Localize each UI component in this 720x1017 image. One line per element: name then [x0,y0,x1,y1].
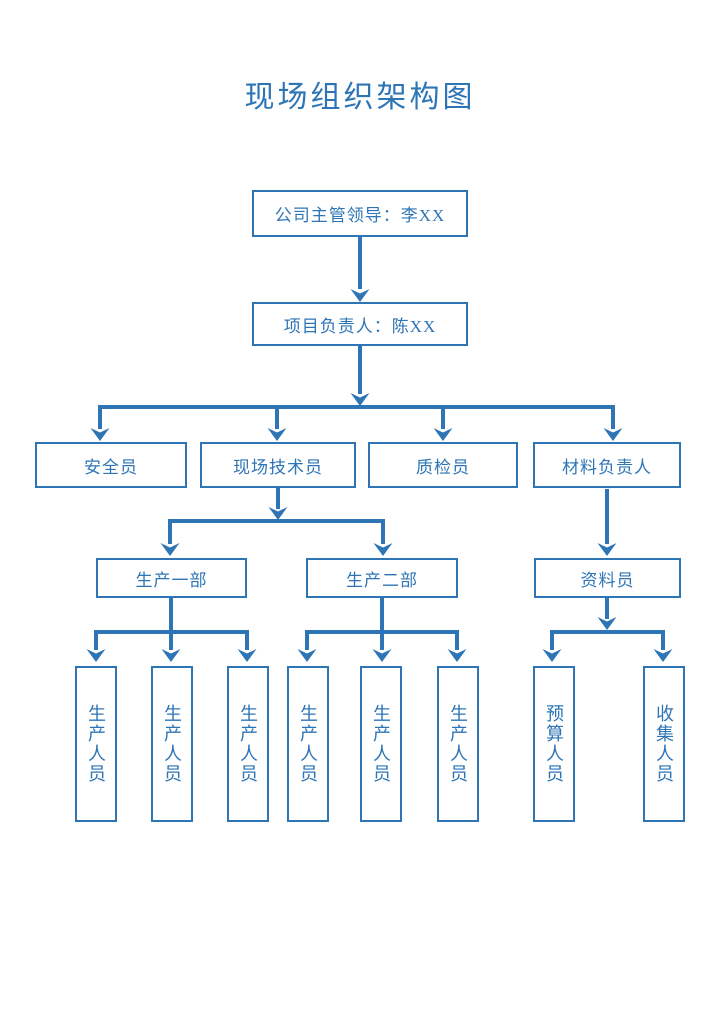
node-document-clerk: 资料员 [534,558,681,598]
node-safety-officer: 安全员 [35,442,187,488]
page-title: 现场组织架构图 [244,81,476,114]
node-company-leader: 公司主管领导：李XX [252,190,468,237]
node-site-technician: 现场技术员 [200,442,356,488]
node-label: 生产人员 [162,704,182,784]
arrowheads [86,289,673,662]
node-production-staff: 生产人员 [151,666,193,822]
node-quality-inspector: 质检员 [368,442,518,488]
node-label: 生产人员 [298,704,318,784]
node-collection-staff: 收集人员 [643,666,685,822]
node-project-manager: 项目负责人：陈XX [252,302,468,346]
node-material-manager: 材料负责人 [533,442,681,488]
node-label: 生产人员 [371,704,391,784]
node-production-staff: 生产人员 [75,666,117,822]
node-production-staff: 生产人员 [360,666,402,822]
node-label: 生产人员 [238,704,258,784]
connector-segments [94,237,665,650]
node-production-dept-1: 生产一部 [96,558,247,598]
node-production-staff: 生产人员 [437,666,479,822]
node-label: 生产人员 [448,704,468,784]
node-budget-staff: 预算人员 [533,666,575,822]
node-label: 生产人员 [86,704,106,784]
node-production-staff: 生产人员 [227,666,269,822]
node-label: 收集人员 [654,704,674,784]
node-production-staff: 生产人员 [287,666,329,822]
node-production-dept-2: 生产二部 [306,558,458,598]
node-label: 预算人员 [544,704,564,784]
